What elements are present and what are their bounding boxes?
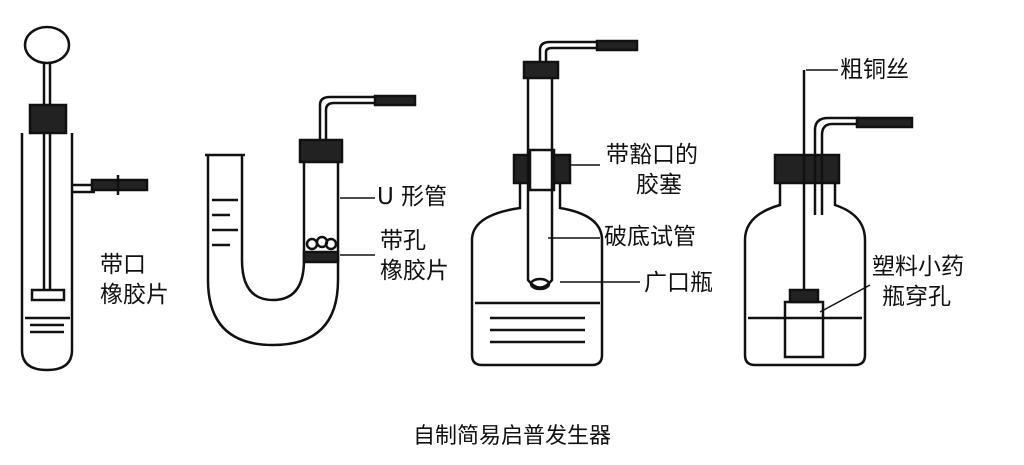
label-u-tube: U 形管 xyxy=(377,184,448,210)
label-broken-test-tube: 破底试管 xyxy=(604,224,696,250)
label-line: 带豁口的 xyxy=(606,142,698,168)
apparatus-2-u-tube xyxy=(205,94,417,347)
label-line: 带孔 xyxy=(380,228,426,254)
label-slit-rubber-disc: 带口 橡胶片 xyxy=(100,250,169,310)
label-thick-copper-wire: 粗铜丝 xyxy=(840,57,909,83)
label-wide-mouth-bottle: 广口瓶 xyxy=(644,270,713,296)
label-line: 塑料小药 xyxy=(872,254,964,280)
label-line: 胶塞 xyxy=(636,172,682,198)
label-line: 瓶穿孔 xyxy=(882,284,951,310)
apparatus-4-bottle xyxy=(743,70,914,367)
label-line: 带口 xyxy=(100,252,146,278)
apparatus-3-bottle xyxy=(470,39,639,367)
label-line: 橡胶片 xyxy=(100,282,169,308)
label-line: 橡胶片 xyxy=(380,258,449,284)
label-pierced-plastic-vial: 塑料小药 瓶穿孔 xyxy=(872,252,964,312)
apparatus-1 xyxy=(20,25,149,372)
label-perforated-rubber-disc: 带孔 橡胶片 xyxy=(380,226,449,286)
label-notched-stopper: 带豁口的 胶塞 xyxy=(606,140,698,200)
figure-caption: 自制简易启普发生器 xyxy=(412,424,611,449)
